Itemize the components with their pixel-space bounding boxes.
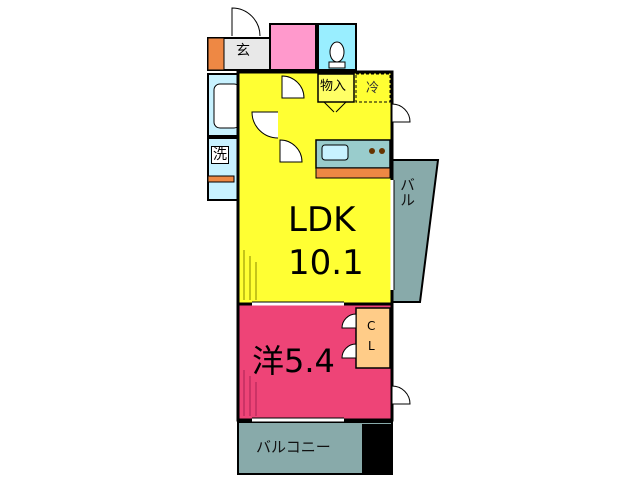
western-hatching [243, 370, 257, 416]
entrance-label: 玄 [236, 43, 250, 59]
laundry-label: 洗 [211, 146, 229, 164]
stove-burner [379, 148, 385, 154]
closet-label-c: C [367, 319, 376, 333]
closet-door [341, 343, 357, 359]
closet [355, 307, 391, 369]
toilet-tank [328, 61, 346, 69]
side-balcony-label: バル [398, 177, 416, 207]
ldk-room [236, 70, 394, 306]
kitchen-cabinet [315, 167, 391, 179]
storage-door [323, 101, 347, 113]
ldk-door [281, 75, 305, 99]
bathtub [213, 83, 241, 129]
ldk-area: 10.1 [288, 243, 364, 283]
side-door-lower [391, 385, 411, 405]
closet-door [341, 313, 357, 329]
wash-door [279, 139, 303, 163]
bath-door [251, 111, 279, 139]
side-door-upper [391, 103, 411, 123]
storage-label: 物入 [320, 79, 347, 94]
stair-bar [207, 175, 235, 183]
kitchen-sink [321, 144, 349, 161]
entry-door [231, 7, 261, 37]
balcony-label: バルコニー [256, 438, 331, 456]
toilet-bowl [329, 41, 345, 63]
fridge-space [355, 73, 391, 103]
western-room-label: 洋5.4 [252, 342, 335, 380]
ldk-hatching [243, 250, 257, 300]
balcony-corner [362, 424, 392, 474]
storage-closet [317, 73, 355, 103]
closet-label-l: L [368, 339, 375, 353]
entrance-step [207, 37, 225, 71]
fridge-label: 冷 [366, 81, 380, 96]
ldk-label: LDK [288, 200, 356, 240]
stove-burner [369, 148, 375, 154]
entrance-closet [269, 23, 317, 71]
